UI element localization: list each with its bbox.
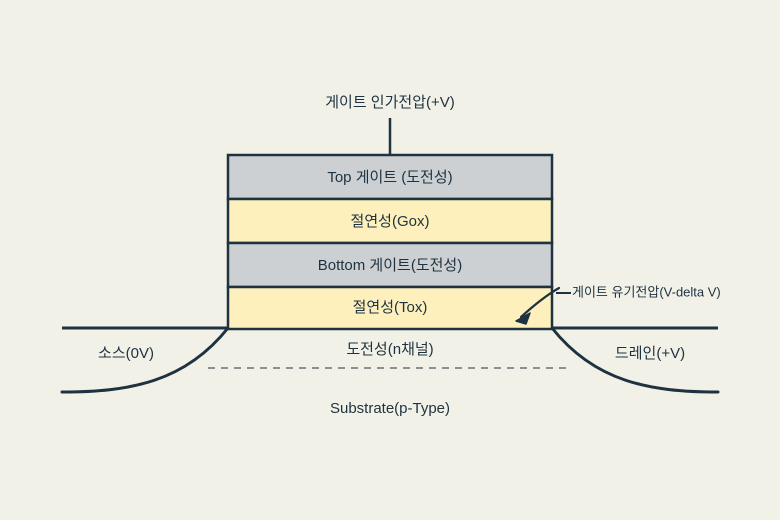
stack-layer-tox: 절연성(Tox): [226, 285, 554, 331]
callout-arrow-curve: [519, 286, 561, 319]
drain-terminal-label: 드레인(+V): [615, 345, 685, 362]
induced-voltage-callout-label: 게이트 유기전압(V-delta V): [572, 284, 721, 299]
stack-layer-top-gate-label: Top 게이트 (도전성): [327, 169, 452, 186]
stack-layer-gox: 절연성(Gox): [226, 197, 554, 245]
stack-layer-tox-body: [226, 285, 554, 331]
stack-layer-tox-label: 절연성(Tox): [353, 299, 428, 316]
stack-layer-bottom-gate-label: Bottom 게이트(도전성): [318, 257, 462, 274]
callout-arrow-head: [515, 312, 531, 325]
gate-stack: Top 게이트 (도전성) 절연성(Gox) Bottom 게이트(도전성) 절…: [226, 153, 554, 331]
channel-label: 도전성(n채널): [346, 341, 433, 358]
stack-layer-bottom-gate-body: [226, 241, 554, 289]
stack-layer-top-gate-body: [226, 153, 554, 201]
stack-layer-gox-label: 절연성(Gox): [351, 213, 430, 230]
source-junction-curve: [60, 326, 230, 394]
gate-supply-label: 게이트 인가전압(+V): [325, 94, 455, 111]
stack-layer-top-gate: Top 게이트 (도전성): [226, 153, 554, 201]
stack-layer-bottom-gate: Bottom 게이트(도전성): [226, 241, 554, 289]
drain-junction-curve: [550, 326, 720, 394]
substrate-label: Substrate(p-Type): [330, 400, 450, 417]
induced-voltage-callout: 게이트 유기전압(V-delta V): [515, 284, 721, 325]
source-terminal-label: 소스(0V): [98, 345, 154, 362]
